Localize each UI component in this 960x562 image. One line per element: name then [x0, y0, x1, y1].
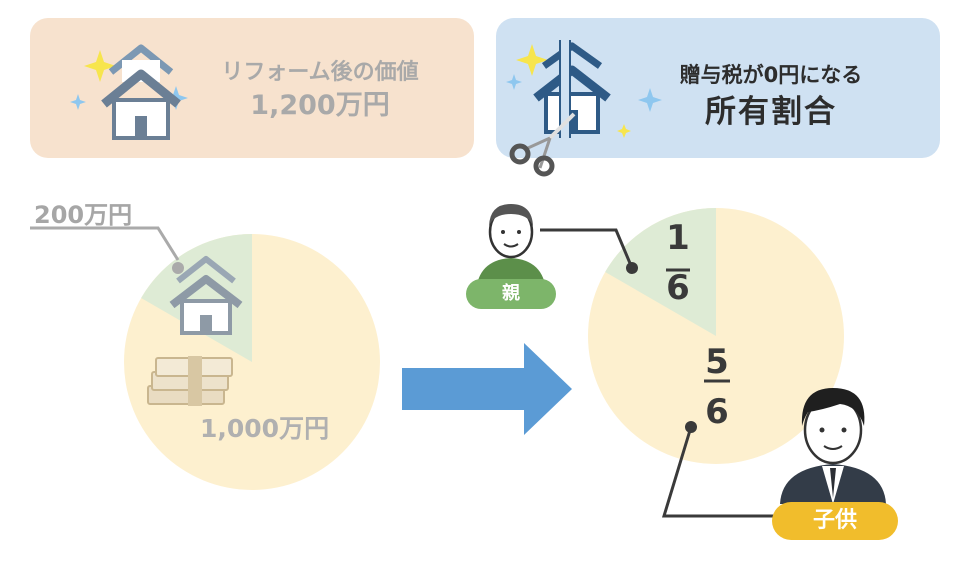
ownership-ratio-caption: 贈与税が0円になる	[679, 63, 863, 87]
parent-share-denominator: 6	[666, 268, 690, 308]
before-pie-chart	[30, 226, 380, 490]
parent-label: 親	[466, 279, 556, 309]
ownership-ratio-text: 贈与税が0円になる 所有割合	[656, 60, 886, 134]
house-icon	[70, 44, 188, 140]
before-small-slice-label: 200万円	[34, 201, 133, 229]
child-label: 子供	[772, 502, 898, 540]
child-avatar-icon	[780, 388, 886, 504]
parent-avatar-icon	[476, 204, 546, 292]
arrow-right-icon	[402, 343, 572, 435]
ownership-ratio-card: 贈与税が0円になる 所有割合	[496, 18, 940, 177]
pie-slice-parent	[605, 208, 716, 336]
money-stack-icon	[147, 356, 233, 406]
child-share-denominator: 6	[705, 392, 729, 432]
label-leader-line	[30, 226, 180, 261]
child-share-numerator: 5	[705, 342, 729, 382]
split-house-icon	[506, 40, 662, 177]
before-large-slice-label: 1,000万円	[200, 414, 330, 443]
parent-share-numerator: 1	[666, 218, 690, 258]
ownership-ratio-title: 所有割合	[705, 94, 837, 130]
before-value-text: リフォーム後の価値 1,200万円	[205, 58, 435, 124]
scissors-icon	[509, 112, 576, 177]
sparkle-icon	[506, 44, 662, 138]
before-value-caption: リフォーム後の価値	[221, 60, 419, 85]
after-pie-chart	[540, 208, 844, 518]
house-icon	[169, 256, 243, 335]
before-value-card: リフォーム後の価値 1,200万円	[30, 18, 474, 158]
before-value-amount: 1,200万円	[250, 90, 390, 121]
